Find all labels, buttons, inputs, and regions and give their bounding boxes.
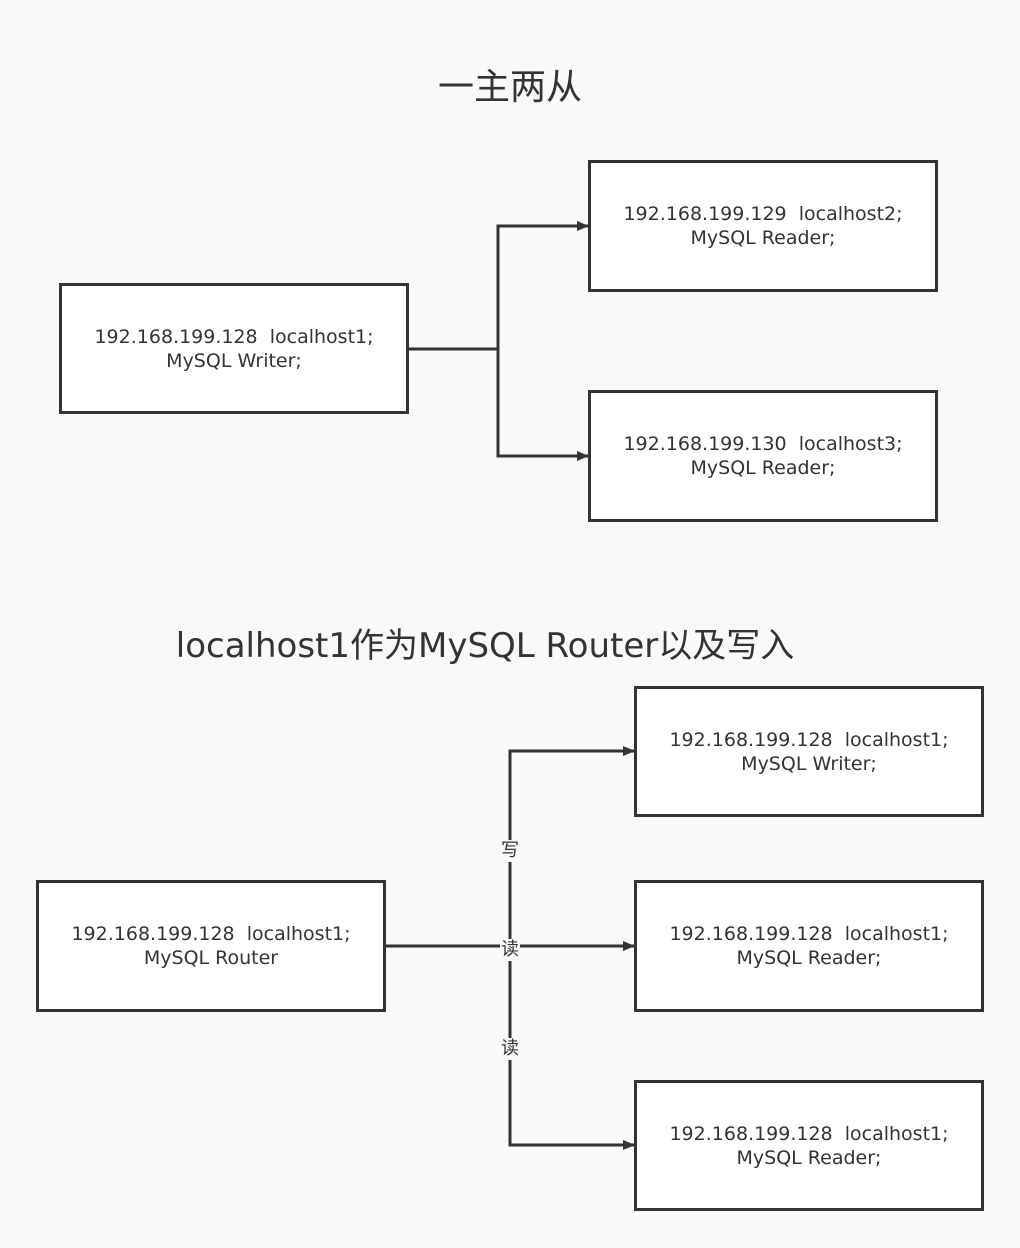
diagram2-title: localhost1作为MySQL Router以及写入 [175, 626, 795, 666]
router-node-role: MySQL Router [143, 947, 279, 969]
reader2-node: 192.168.199.130 localhost3; MySQL Reader… [588, 390, 938, 522]
router-node: 192.168.199.128 localhost1; MySQL Router [36, 880, 386, 1012]
reader-target-node-2-role: MySQL Reader; [736, 1146, 882, 1169]
edge-router-to-reader2 [508, 946, 635, 1150]
reader-target-node-1: 192.168.199.128 localhost1; MySQL Reader… [634, 880, 984, 1012]
reader2-node-address: 192.168.199.130 localhost3; [623, 433, 903, 455]
reader1-node-role: MySQL Reader; [690, 227, 836, 249]
reader-target-node-1-role: MySQL Reader; [736, 947, 882, 969]
writer-node-role: MySQL Writer; [166, 349, 302, 372]
edge-label-read-1: 读 [500, 939, 520, 961]
reader1-node: 192.168.199.129 localhost2; MySQL Reader… [588, 160, 938, 292]
reader-target-node-1-address: 192.168.199.128 localhost1; [669, 923, 949, 945]
writer-node-address: 192.168.199.128 localhost1; [94, 325, 374, 348]
edge-label-read-2: 读 [500, 1038, 520, 1060]
reader-target-node-2: 192.168.199.128 localhost1; MySQL Reader… [634, 1080, 984, 1211]
edge-writer-to-reader2 [496, 349, 589, 461]
reader1-node-address: 192.168.199.129 localhost2; [623, 203, 903, 225]
writer-target-node-address: 192.168.199.128 localhost1; [669, 728, 949, 751]
edge-label-write: 写 [500, 840, 520, 862]
writer-node: 192.168.199.128 localhost1; MySQL Writer… [59, 283, 409, 414]
reader2-node-role: MySQL Reader; [690, 457, 836, 479]
reader-target-node-2-address: 192.168.199.128 localhost1; [669, 1122, 949, 1145]
writer-target-node: 192.168.199.128 localhost1; MySQL Writer… [634, 686, 984, 817]
writer-target-node-role: MySQL Writer; [741, 752, 877, 775]
diagram1-title: 一主两从 [437, 67, 582, 108]
router-node-address: 192.168.199.128 localhost1; [71, 923, 351, 945]
edge-writer-to-reader1 [408, 221, 589, 351]
